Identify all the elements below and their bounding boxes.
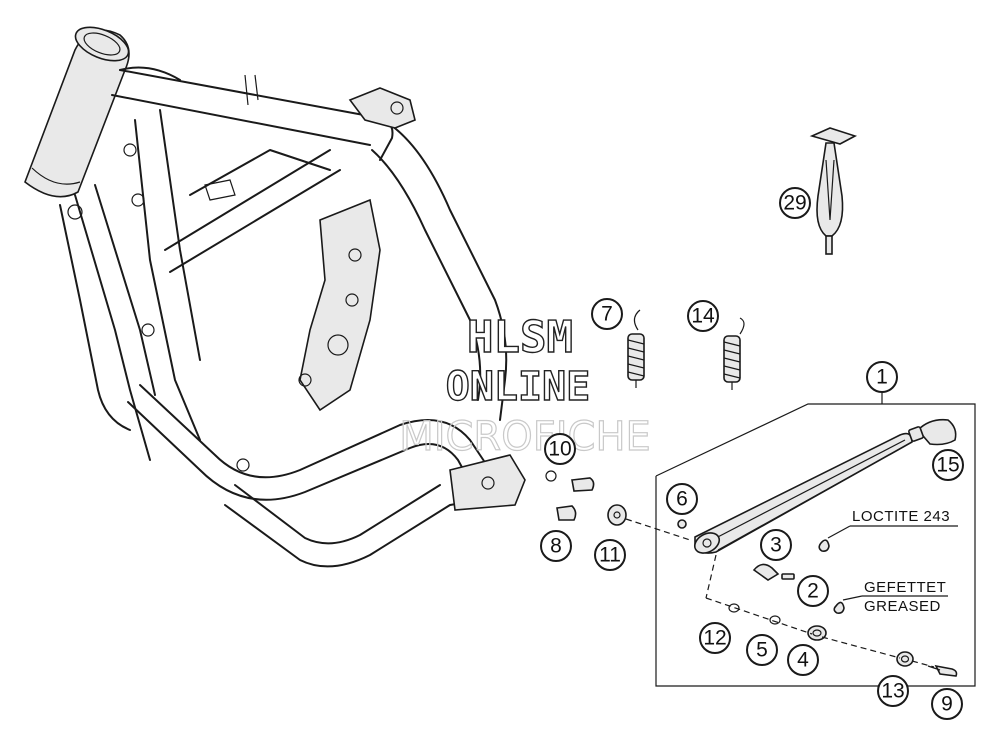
callout-14: 14 (687, 300, 719, 332)
callout-9: 9 (931, 688, 963, 720)
callout-4-label: 4 (797, 649, 809, 672)
callout-11-label: 11 (599, 544, 621, 567)
watermark-line-3: MICROFICHE (399, 414, 651, 460)
callout-15: 15 (932, 449, 964, 481)
callout-8: 8 (540, 530, 572, 562)
callout-13: 13 (877, 675, 909, 707)
side-stand-assembly (625, 393, 976, 687)
callout-7-label: 7 (601, 303, 613, 326)
callout-8-label: 8 (550, 535, 562, 558)
callout-11: 11 (594, 539, 626, 571)
callouts: 1 2 3 4 5 6 7 8 9 10 11 12 13 14 15 29 (540, 187, 964, 720)
callout-15-label: 15 (936, 454, 959, 477)
callout-12: 12 (699, 622, 731, 654)
greased-note-en: GREASED (864, 598, 941, 615)
greased-note-de: GEFETTET (864, 579, 946, 596)
callout-7: 7 (591, 298, 623, 330)
callout-3: 3 (760, 529, 792, 561)
callout-1: 1 (866, 361, 898, 393)
callout-6: 6 (666, 483, 698, 515)
watermark-line-1: HLSM (467, 312, 573, 363)
callout-3-label: 3 (770, 534, 782, 557)
callout-12-label: 12 (703, 627, 726, 650)
watermark-line-2: ONLINE (446, 364, 591, 410)
callout-13-label: 13 (881, 680, 904, 703)
frame-drawing (24, 26, 526, 568)
callout-29: 29 (779, 187, 811, 219)
notes: LOCTITE 243 GEFETTET GREASED (852, 508, 950, 615)
callout-9-label: 9 (941, 693, 953, 716)
loctite-note: LOCTITE 243 (852, 508, 950, 525)
callout-4: 4 (787, 644, 819, 676)
callout-14-label: 14 (691, 305, 715, 328)
callout-29-label: 29 (783, 192, 806, 215)
callout-6-label: 6 (676, 488, 688, 511)
loose-parts (545, 127, 858, 526)
callout-1-label: 1 (876, 366, 888, 389)
callout-5-label: 5 (756, 639, 768, 662)
callout-5: 5 (746, 634, 778, 666)
callout-2: 2 (797, 575, 829, 607)
callout-10-label: 10 (548, 438, 571, 461)
callout-2-label: 2 (807, 580, 819, 603)
callout-10: 10 (544, 433, 576, 465)
watermark: HLSM ONLINE MICROFICHE (399, 311, 652, 460)
